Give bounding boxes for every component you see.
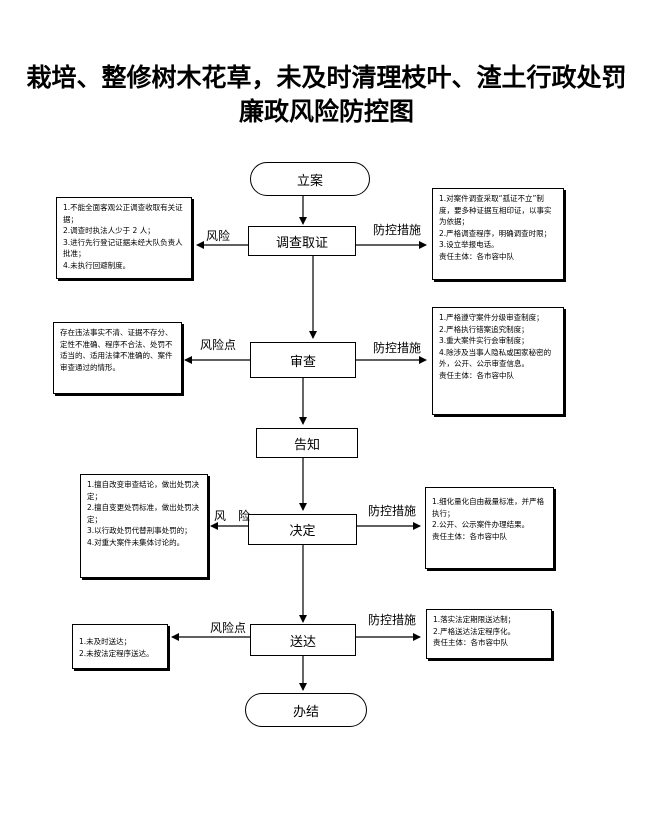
risk-investigate-line: 1.不能全面客观公正调查收取有关证据； bbox=[63, 203, 183, 224]
risk-deliver-line: 1.未及时送达； bbox=[79, 637, 132, 646]
risk-box-review: 存在违法事实不清、证据不存分、定性不准确、程序不合法、处罚不适当的、适用法律不准… bbox=[53, 322, 182, 394]
control-review-line: 2.严格执行错案追究制度； bbox=[439, 324, 529, 334]
control-investigate-line: 1.对案件调查采取“孤证不立”制度，要多种证据互相印证，以事实为依据； bbox=[439, 194, 552, 226]
risk-investigate-line: 4.未执行回避制度。 bbox=[63, 260, 131, 270]
diagram-title-line1: 栽培、整修树木花草，未及时清理枝叶、渣土行政处罚 bbox=[26, 63, 627, 92]
control-label-investigate: 防控措施 bbox=[373, 223, 422, 237]
risk-label-decide: 风 险 bbox=[214, 509, 251, 523]
investigate-node: 调查取证 bbox=[248, 226, 356, 256]
control-label-deliver: 防控措施 bbox=[368, 613, 417, 627]
risk-decide-line: 2.擅自变更处罚标准，做出处罚决定； bbox=[87, 503, 200, 524]
notify-node: 告知 bbox=[256, 428, 358, 458]
risk-box-investigate: 1.不能全面客观公正调查收取有关证据； 2.调查时执法人少于 2 人； 3.进行… bbox=[56, 197, 192, 279]
control-review-line: 3.重大案件实行会审制度； bbox=[439, 336, 529, 345]
control-deliver-line: 1.落实法定期限送达制； bbox=[433, 615, 516, 624]
control-box-review: 1.严格遵守案件分级审查制度； 2.严格执行错案追究制度； 3.重大案件实行会审… bbox=[432, 307, 564, 415]
risk-box-deliver: 1.未及时送达； 2.未按法定程序送达。 bbox=[72, 624, 168, 669]
start-node: 立案 bbox=[250, 162, 370, 196]
control-investigate-line: 责任主体：各市容中队 bbox=[439, 251, 514, 261]
control-decide-line: 2.公开、公示案件办理结果。 bbox=[432, 520, 530, 529]
decide-node: 决定 bbox=[248, 514, 357, 545]
end-node: 办结 bbox=[245, 693, 367, 727]
control-review-line: 4.除涉及当事人隐私或国家秘密的外，公开、公示审查信息。 bbox=[439, 347, 552, 369]
risk-investigate-line: 2.调查时执法人少于 2 人； bbox=[63, 226, 155, 235]
control-decide-line: 1.细化量化自由裁量标准，并严格执行； bbox=[432, 497, 545, 518]
review-node: 审查 bbox=[250, 342, 356, 378]
control-label-decide: 防控措施 bbox=[368, 504, 417, 518]
control-label-review: 防控措施 bbox=[373, 341, 422, 355]
risk-investigate-line: 3.进行先行登记证据未经大队负责人批准； bbox=[63, 237, 183, 259]
control-box-investigate: 1.对案件调查采取“孤证不立”制度，要多种证据互相印证，以事实为依据； 2.严格… bbox=[432, 188, 564, 280]
control-deliver-line: 2.严格送达法定程序化。 bbox=[433, 626, 516, 636]
risk-box-decide: 1.擅自改变审查结论，做出处罚决定； 2.擅自变更处罚标准，做出处罚决定； 3.… bbox=[80, 474, 208, 578]
risk-decide-line: 4.对重大案件未集体讨论的。 bbox=[87, 537, 185, 547]
control-decide-line: 责任主体：各市容中队 bbox=[432, 531, 507, 541]
control-deliver-line: 责任主体：各市容中队 bbox=[433, 638, 508, 647]
control-review-line: 1.严格遵守案件分级审查制度； bbox=[439, 313, 544, 322]
deliver-node: 送达 bbox=[250, 624, 356, 656]
risk-deliver-line: 2.未按法定程序送达。 bbox=[79, 648, 154, 658]
risk-decide-line: 1.擅自改变审查结论，做出处罚决定； bbox=[87, 480, 200, 501]
risk-review-line: 存在违法事实不清、证据不存分、定性不准确、程序不合法、处罚不适当的、适用法律不准… bbox=[60, 328, 173, 372]
risk-label-review: 风险点 bbox=[200, 338, 237, 352]
control-investigate-line: 3.设立举报电话。 bbox=[439, 240, 499, 249]
risk-decide-line: 3.以行政处罚代替刑事处罚的； bbox=[87, 526, 192, 535]
control-box-decide: 1.细化量化自由裁量标准，并严格执行； 2.公开、公示案件办理结果。 责任主体：… bbox=[425, 487, 554, 569]
diagram-title-line2: 廉政风险防控图 bbox=[238, 97, 414, 126]
control-review-line: 责任主体：各市容中队 bbox=[439, 370, 514, 380]
control-box-deliver: 1.落实法定期限送达制； 2.严格送达法定程序化。 责任主体：各市容中队 bbox=[426, 609, 552, 659]
control-investigate-line: 2.严格调查程序，明确调查时限； bbox=[439, 228, 552, 238]
risk-label-deliver: 风险点 bbox=[210, 621, 247, 635]
risk-label-investigate: 风险 bbox=[206, 229, 231, 243]
